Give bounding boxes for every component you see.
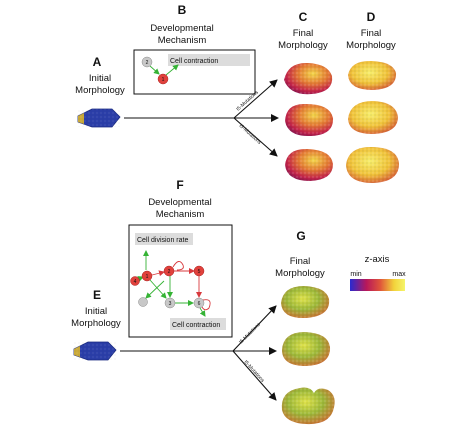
mechanism-box-top (133, 49, 256, 95)
node-2-top-label: 2 (146, 60, 149, 66)
final-morphology-c-1 (284, 62, 333, 95)
final-morphology-g-line1: Final (290, 256, 311, 267)
dev-mechanism-bottom-line1: Developmental (148, 197, 211, 208)
edge-node2-to-node-grey (145, 280, 165, 299)
node-2-bottom-label: 2 (168, 269, 171, 275)
panel-letter-c: C (299, 10, 308, 24)
node-1-bottom (141, 270, 153, 282)
contraction-label-bg (170, 318, 226, 330)
division-label: Cell division rate (137, 237, 188, 244)
initial-morphology-shape-bottom (73, 341, 117, 361)
panel-letter-a: A (93, 55, 102, 69)
mechanism-box-bottom (128, 224, 233, 338)
node-5-bottom (193, 265, 205, 277)
initial-morphology-title-line1: Initial (89, 73, 111, 84)
edge-node1-to-node3 (149, 279, 167, 299)
panel-letter-e: E (93, 288, 101, 302)
final-morphology-d-2 (348, 101, 398, 134)
edge-2-to-1-top (149, 65, 160, 75)
node-4-bottom (130, 276, 140, 286)
final-morphology-c-line2: Morphology (278, 40, 328, 51)
node-6-bottom (193, 297, 205, 309)
initial-morphology-title-line2: Morphology (75, 85, 125, 96)
mutation-label-bottom-2: I5-Mutations (243, 359, 266, 384)
panel-letter-b: B (178, 3, 187, 17)
colorbar-max-label: max (392, 271, 406, 278)
node-5-bottom-label: 5 (198, 269, 201, 275)
colorbar-title: z-axis (365, 254, 390, 265)
dev-mechanism-bottom-line2: Mechanism (156, 209, 205, 220)
node-grey-bottom (138, 297, 148, 307)
arrow-branch-up-top (233, 79, 278, 119)
colorbar-min-label: min (350, 271, 361, 278)
colorbar (350, 279, 405, 291)
node-1-top (157, 73, 169, 85)
dev-mechanism-title-line2: Mechanism (158, 35, 207, 46)
initial-morphology-shape-top (77, 108, 121, 128)
self-loop-node6 (201, 299, 211, 311)
mutation-label-top-1: I5-Mutations (235, 89, 260, 112)
final-morphology-c-line1: Final (293, 28, 314, 39)
final-morphology-d-line1: Final (361, 28, 382, 39)
final-morphology-c-3 (285, 148, 333, 181)
panel-letter-g: G (296, 229, 305, 243)
node-3-bottom-label: 3 (169, 301, 172, 307)
node-6-bottom-label: 6 (198, 301, 201, 307)
dev-mechanism-title-line1: Developmental (150, 23, 213, 34)
final-morphology-d-1 (348, 60, 397, 90)
final-morphology-g-line2: Morphology (275, 268, 325, 279)
panel-letter-d: D (367, 10, 376, 24)
edge-node1-to-node2 (151, 270, 165, 277)
final-morphology-g-1 (281, 286, 330, 319)
node-1-bottom-label: 1 (146, 274, 149, 280)
arrow-branch-up-bottom (232, 305, 277, 352)
mechanism-label-top: Cell contraction (170, 58, 218, 65)
initial-morphology-bottom-line1: Initial (85, 306, 107, 317)
mechanism-label-bg-top (168, 54, 250, 66)
division-label-bg (135, 233, 193, 245)
final-morphology-c-2 (285, 103, 334, 137)
final-morphology-d-line2: Morphology (346, 40, 396, 51)
node-1-top-label: 1 (162, 77, 165, 83)
initial-morphology-bottom-line2: Morphology (71, 318, 121, 329)
final-morphology-d-3 (346, 146, 399, 183)
mutation-label-bottom-1: I5-Mutations (238, 321, 262, 345)
arrow-branch-down-top (233, 117, 278, 157)
node-2-bottom (163, 265, 175, 277)
self-loop-node2 (172, 261, 184, 271)
mutation-label-top-2: I5-Mutations (238, 123, 263, 146)
edge-1-to-output-top (165, 64, 179, 76)
node-2-top (141, 56, 153, 68)
arrow-branch-down-bottom (232, 350, 277, 401)
final-morphology-g-3 (281, 387, 335, 425)
node-4-bottom-label: 4 (134, 279, 137, 285)
final-morphology-g-2 (282, 332, 331, 366)
edge-node6-to-contraction (199, 307, 206, 317)
contraction-label: Cell contraction (172, 322, 220, 329)
panel-letter-f: F (176, 178, 183, 192)
node-3-bottom (164, 297, 176, 309)
